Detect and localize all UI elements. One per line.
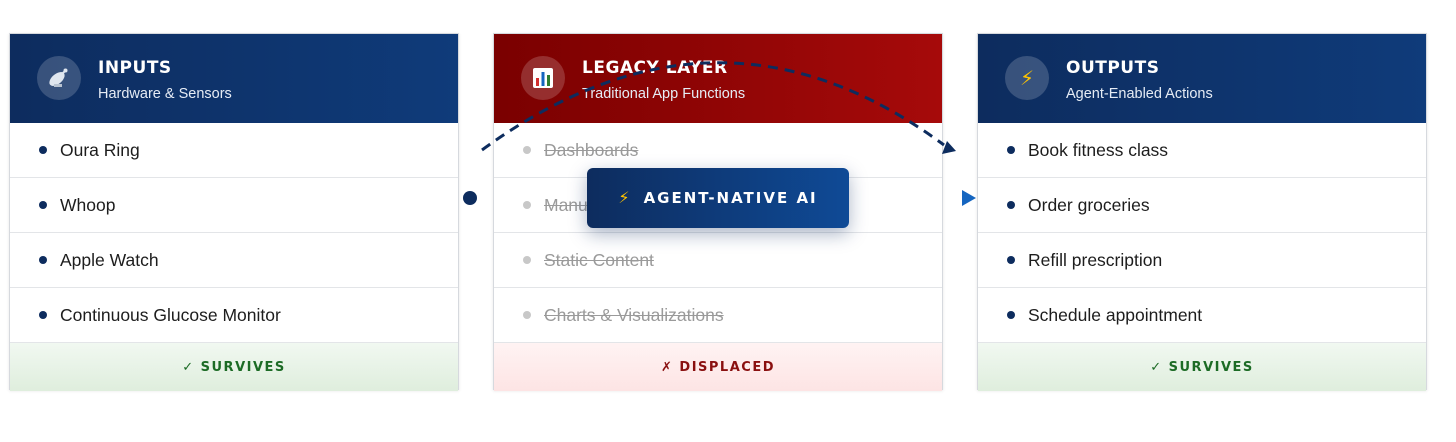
bullet: [523, 201, 531, 209]
list-item-label: Book fitness class: [1028, 140, 1169, 160]
bullet: [1007, 311, 1015, 319]
list-item-label: Whoop: [60, 195, 116, 215]
bullet: [1007, 201, 1015, 209]
list-item: Order groceries: [978, 178, 1426, 233]
list-item-label: Refill prescription: [1028, 250, 1163, 270]
list-item: Whoop: [10, 178, 458, 233]
bullet: [39, 201, 47, 209]
bullet: [523, 311, 531, 319]
agent-native-ai-badge: ⚡ AGENT-NATIVE AI: [587, 168, 849, 228]
legacy-subtitle: Traditional App Functions: [582, 86, 746, 102]
inputs-status-footer: ✓ SURVIVES: [10, 343, 458, 391]
legacy-header: LEGACY LAYER Traditional App Functions: [494, 34, 942, 123]
list-item-label: Dashboards: [544, 140, 639, 160]
outputs-subtitle: Agent-Enabled Actions: [1066, 86, 1213, 102]
inputs-card: INPUTS Hardware & Sensors Oura Ring Whoo…: [9, 33, 459, 391]
list-item: Static Content: [494, 233, 942, 288]
bypass-arrowhead: [942, 141, 956, 154]
bullet: [1007, 146, 1015, 154]
bullet: [523, 146, 531, 154]
legacy-status-footer: ✗ DISPLACED: [494, 343, 942, 391]
list-item-label: Apple Watch: [60, 250, 159, 270]
bar-chart-icon: [521, 56, 565, 100]
list-item: Continuous Glucose Monitor: [10, 288, 458, 343]
outputs-title: OUTPUTS: [1066, 58, 1160, 78]
list-item-label: Schedule appointment: [1028, 305, 1203, 325]
connector-start-dot: [463, 191, 477, 205]
list-item-label: Oura Ring: [60, 140, 140, 160]
bullet: [523, 256, 531, 264]
connector-arrowhead: [962, 190, 976, 206]
bullet: [1007, 256, 1015, 264]
list-item-label: Continuous Glucose Monitor: [60, 305, 281, 325]
list-item: Refill prescription: [978, 233, 1426, 288]
list-item-label: Order groceries: [1028, 195, 1150, 215]
agent-native-ai-label: AGENT-NATIVE AI: [643, 189, 818, 207]
list-item-label: Charts & Visualizations: [544, 305, 724, 325]
list-item: Charts & Visualizations: [494, 288, 942, 343]
list-item: Schedule appointment: [978, 288, 1426, 343]
inputs-title: INPUTS: [98, 58, 172, 78]
outputs-card: ⚡ OUTPUTS Agent-Enabled Actions Book fit…: [977, 33, 1427, 391]
outputs-status-footer: ✓ SURVIVES: [978, 343, 1426, 391]
bullet: [39, 256, 47, 264]
inputs-subtitle: Hardware & Sensors: [98, 86, 232, 102]
list-item-label: Static Content: [544, 250, 654, 270]
list-item: Book fitness class: [978, 123, 1426, 178]
lightning-icon: ⚡: [618, 190, 630, 207]
bullet: [39, 146, 47, 154]
list-item: Oura Ring: [10, 123, 458, 178]
inputs-header: INPUTS Hardware & Sensors: [10, 34, 458, 123]
legacy-title: LEGACY LAYER: [582, 58, 728, 78]
list-item: Apple Watch: [10, 233, 458, 288]
outputs-header: ⚡ OUTPUTS Agent-Enabled Actions: [978, 34, 1426, 123]
satellite-dish-icon: [37, 56, 81, 100]
bullet: [39, 311, 47, 319]
lightning-icon: ⚡: [1005, 56, 1049, 100]
